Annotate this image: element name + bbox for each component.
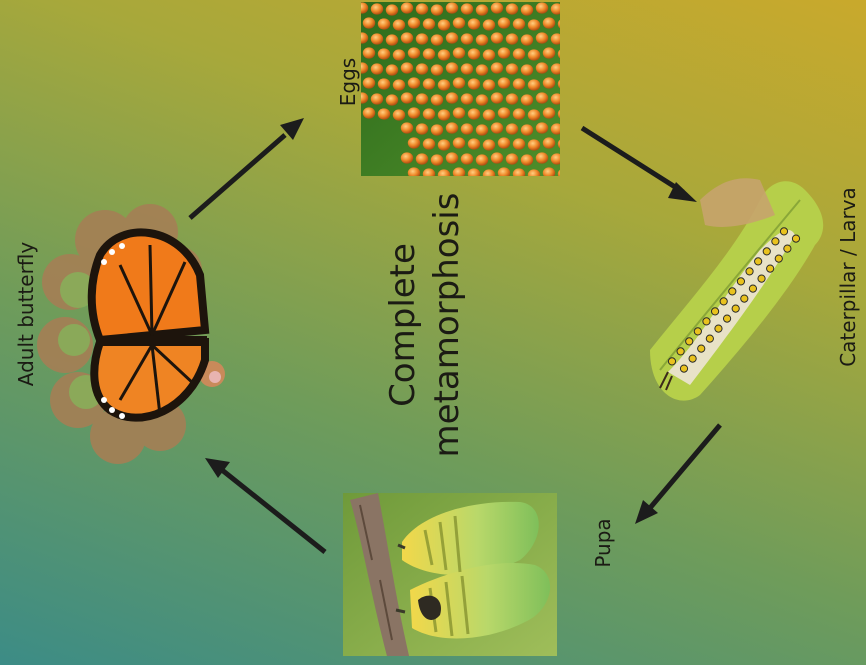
arrow-larva-to-pupa [635,425,720,524]
title-line-2: metamorphosis [425,193,469,458]
pupa-label: Pupa [591,518,615,567]
diagram-title: Complete metamorphosis [381,193,469,458]
arrow-eggs-to-larva [582,128,697,202]
caterpillar-photo [650,178,823,400]
arrow-adult-to-eggs [190,118,304,218]
adult-label: Adult butterfly [14,242,38,386]
pupa-photo [343,493,557,660]
eggs-photo [356,2,570,181]
larva-label: Caterpillar / Larva [836,187,860,367]
arrow-pupa-to-adult [205,458,325,552]
title-line-1: Complete [381,193,425,458]
butterfly-photo [37,204,225,464]
eggs-label: Eggs [336,58,360,106]
